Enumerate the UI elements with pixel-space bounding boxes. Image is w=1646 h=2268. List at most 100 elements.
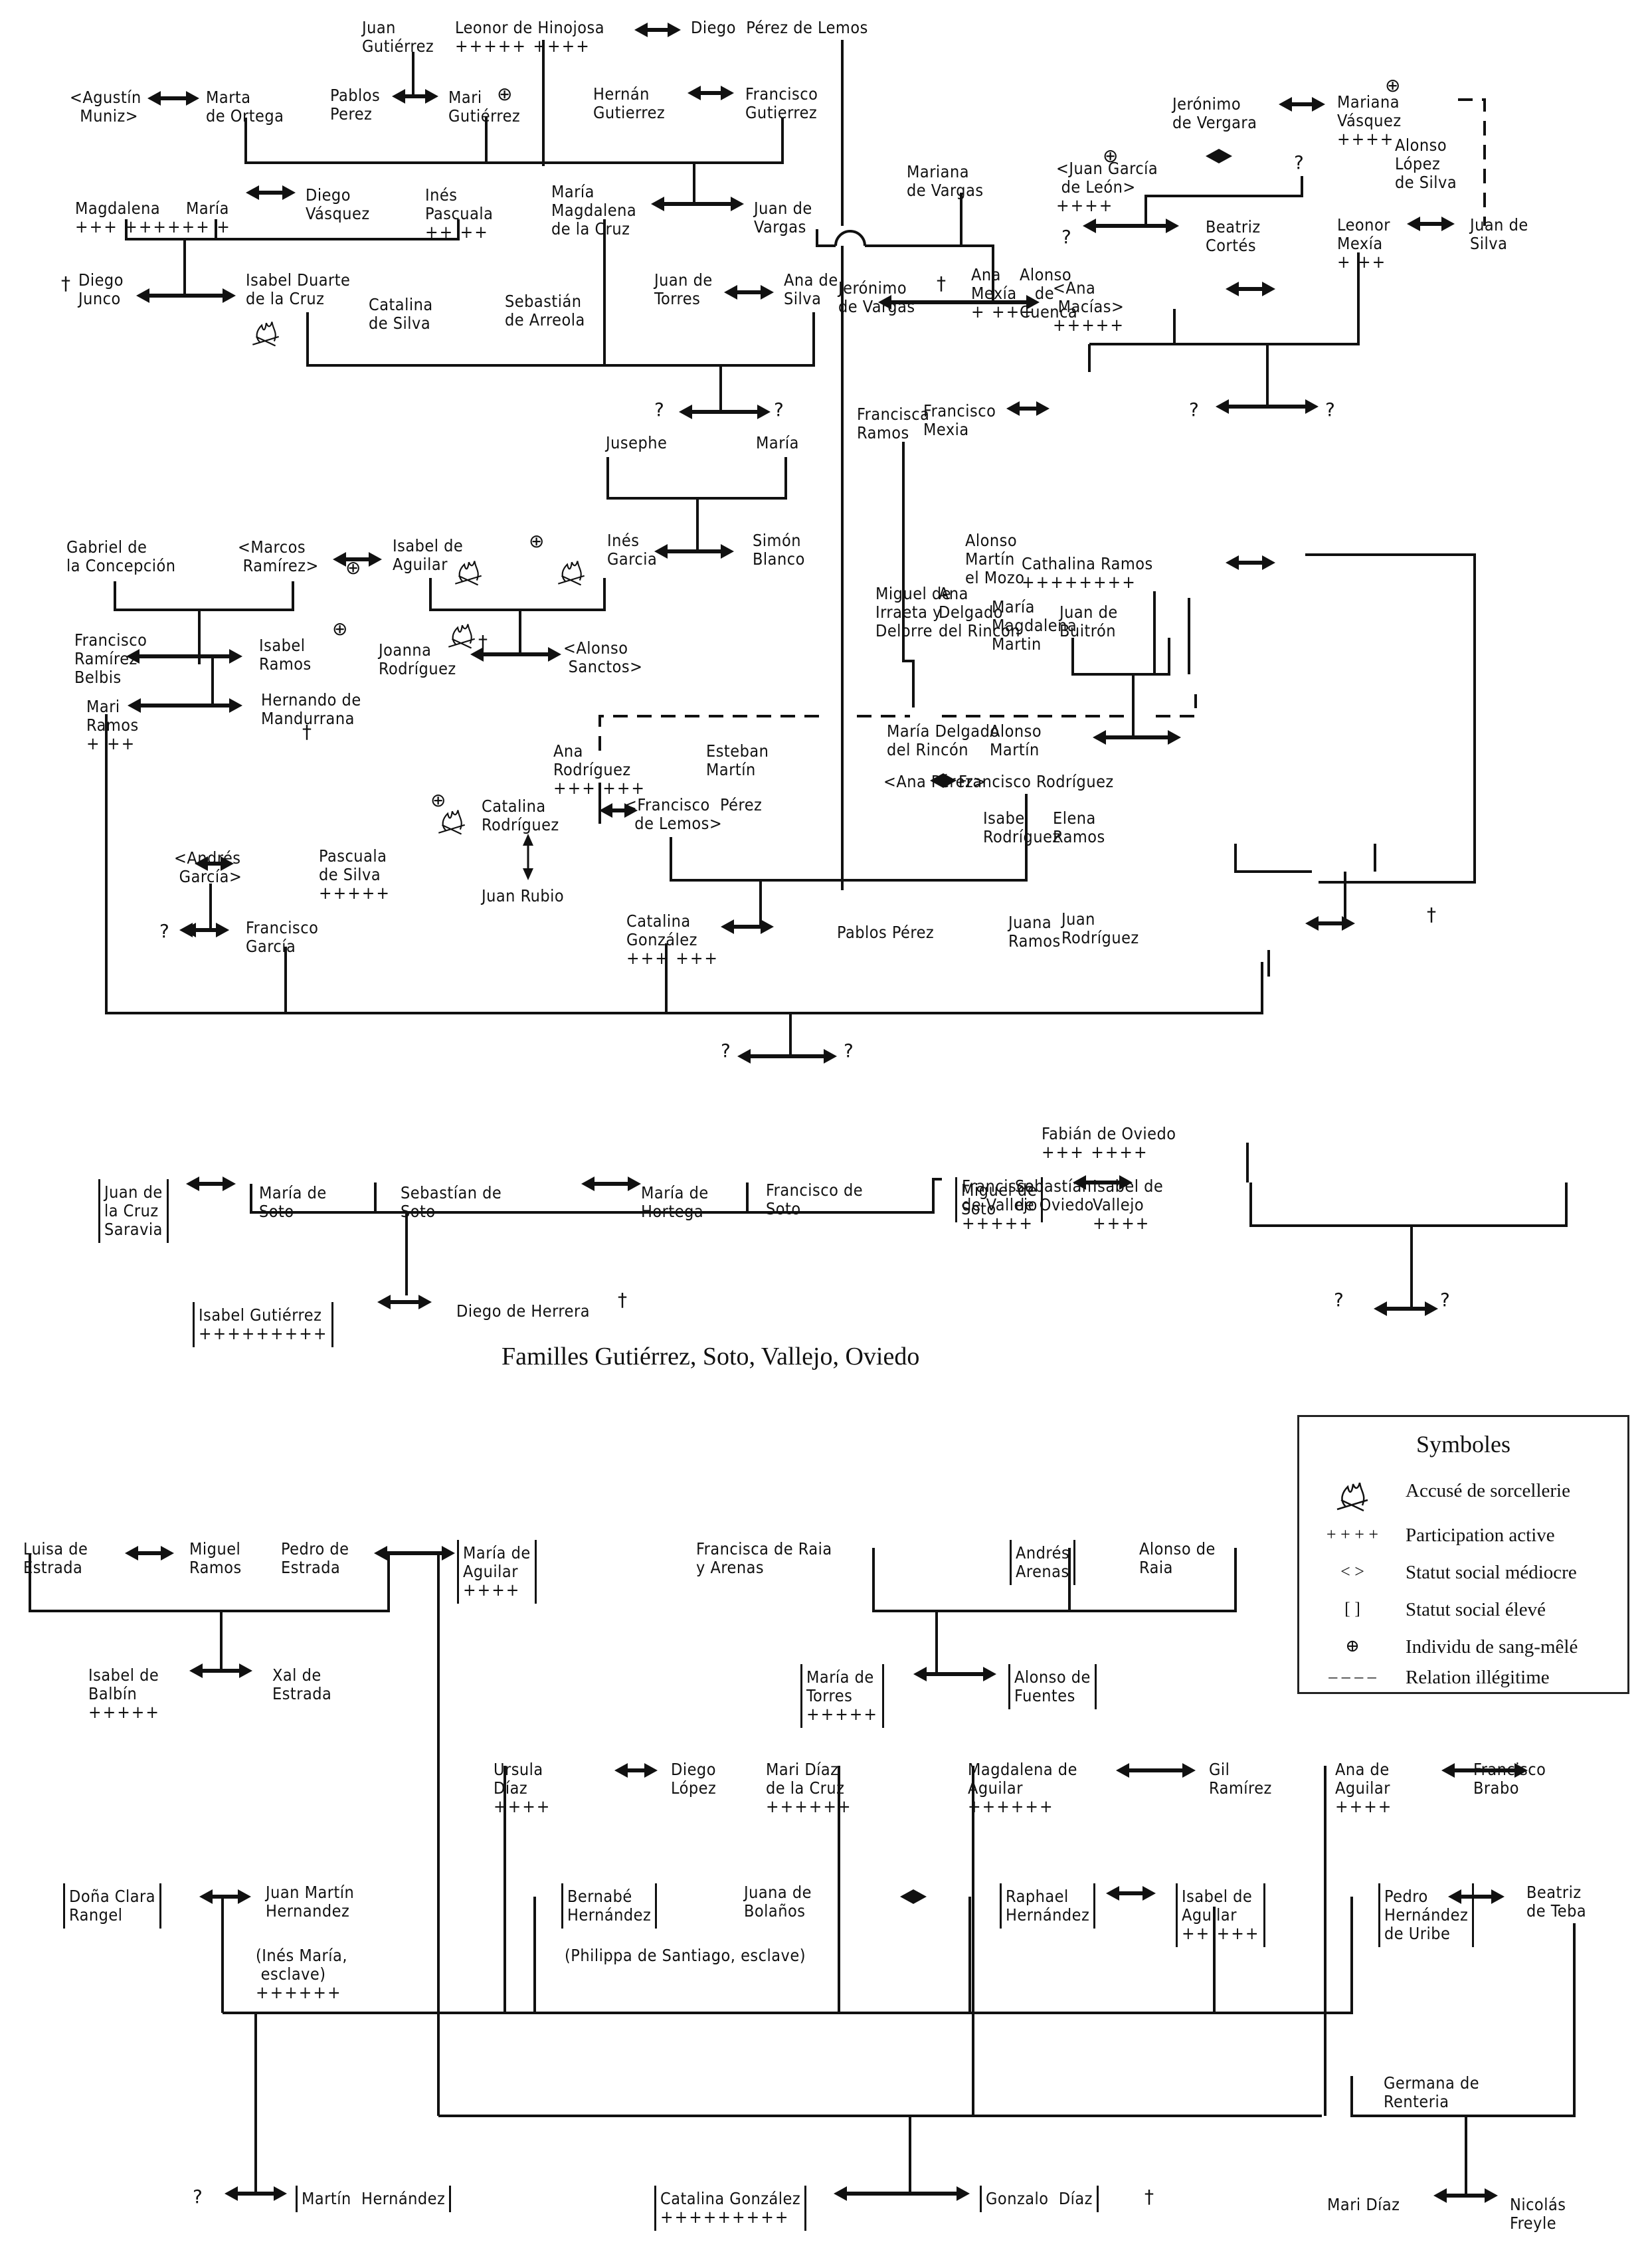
person-name: María: [756, 433, 799, 452]
participation-marks: ++++: [1056, 196, 1114, 216]
person-name: Isabel de Aguilar: [393, 536, 464, 574]
person-francisca-raia: Francisca de Raia y Arenas: [696, 1540, 832, 1577]
person-name: Esteban Martín: [706, 741, 769, 779]
person-name: Francisca Ramos: [857, 405, 930, 442]
legend-row-mediocre: < > Statut social médiocre: [1313, 1562, 1621, 1595]
death-cross-icon: †: [937, 272, 946, 294]
person-name: Mari Ramos: [86, 697, 139, 735]
person-name: <Ana Pérez>: [883, 772, 986, 791]
arrow-head: [225, 2186, 238, 2201]
circled-plus-icon: ⊕: [1345, 1636, 1360, 1655]
person-name: Elena Ramos: [1053, 808, 1105, 846]
person-name: Isabel Rodríguez: [983, 808, 1061, 846]
person-name: Juan de la Cruz Saravia: [104, 1182, 163, 1239]
person-juan-rodriguez: Juan Rodríguez: [1061, 910, 1139, 947]
arrow-head: [136, 288, 149, 303]
person-alonso-raia: Alonso de Raia: [1139, 1540, 1216, 1577]
arrow-head: [1083, 219, 1096, 233]
person-name: Fabián de Oviedo: [1042, 1124, 1176, 1143]
person-ana-mexia: Ana Mexía+ +++: [971, 266, 1035, 322]
unknown-marker: ?: [159, 920, 169, 942]
person-name: Francisco de Soto: [766, 1181, 864, 1218]
lineage-line: [1458, 98, 1486, 226]
arrow-head: [425, 89, 438, 104]
person-mari-ramos: Mari Ramos+ ++: [86, 697, 139, 754]
participation-marks: +++++ ++++: [455, 37, 591, 56]
person-name: Pascuala de Silva: [319, 846, 387, 884]
person-name: Juan Martín Hernandez: [266, 1883, 355, 1921]
arrow-head: [1226, 282, 1239, 296]
person-name: Diego Vásquez: [306, 185, 370, 223]
person-name: Francisco Ramírez Belbis: [74, 630, 147, 687]
person-name: Catalina Rodríguez: [482, 797, 559, 834]
death-cross-icon: †: [1427, 903, 1436, 925]
person-name: Diego Pérez de Lemos: [691, 18, 868, 37]
arrow-head: [1106, 1886, 1119, 1901]
person-name: <Alonso Sanctos>: [563, 638, 643, 676]
person-philippa-santiago: (Philippa de Santiago, esclave): [565, 1946, 806, 1965]
person-name: Isabel de Balbín: [88, 1665, 159, 1703]
arrow-head: [186, 1177, 199, 1191]
arrow-head: [1262, 555, 1275, 570]
arrow-head: [913, 1889, 927, 1904]
arrow-head: [721, 544, 734, 559]
person-name: Beatriz Cortés: [1206, 217, 1261, 255]
participation-marks: ++ ++: [425, 223, 489, 242]
person-name: Juan de Buitrón: [1059, 603, 1118, 640]
person-name: Leonor Mexía: [1337, 215, 1390, 253]
arrow-head: [442, 1546, 455, 1560]
arrow-head: [624, 803, 638, 818]
arrow-head: [761, 919, 774, 934]
person-maria-1: María: [186, 199, 229, 218]
person-sebastian-soto: Sebastían de Soto: [401, 1184, 502, 1221]
arrow-head: [1374, 1301, 1387, 1316]
arrow-head: [377, 1295, 391, 1309]
person-jeronimo-vargas: Jerónimo de Vargas: [838, 279, 915, 316]
arrow-head: [1206, 149, 1219, 163]
person-alonso-martin: Alonso Martín: [990, 722, 1042, 759]
person-name: Martín Hernández: [302, 2189, 446, 2208]
fire-icon: [551, 555, 591, 596]
person-name: María de Aguilar: [463, 1543, 531, 1581]
person-catalina-rodriguez: Catalina Rodríguez: [482, 797, 559, 834]
person-juan-buitron: Juan de Buitrón: [1059, 603, 1118, 640]
arrow-head: [644, 1763, 658, 1778]
arrow-head: [628, 1177, 641, 1191]
person-fabian-oviedo: Fabián de Oviedo+++ ++++: [1042, 1124, 1176, 1163]
arrow-head: [1448, 1889, 1461, 1904]
person-name: Gonzalo Díaz: [986, 2189, 1093, 2208]
unknown-marker: ?: [1440, 1289, 1450, 1311]
person-raphael-hernandez: Raphael Hernández: [1000, 1883, 1096, 1929]
arrow-head: [523, 834, 533, 846]
participation-marks: +++ +++: [626, 949, 719, 969]
person-ana-silva: Ana de Silva: [784, 271, 838, 308]
participation-marks: ++++: [494, 1797, 551, 1817]
unknown-marker: ?: [1061, 226, 1071, 248]
circled-plus-icon: ⊕: [332, 618, 348, 640]
person-isabel-duarte: Isabel Duarte de la Cruz: [246, 271, 350, 308]
person-maria-delgado-rincon: María Delgado del Rincón: [887, 722, 1000, 759]
arrow-head: [878, 295, 891, 310]
participation-marks: ++++++: [256, 1983, 342, 2003]
lineage-line: [125, 219, 460, 240]
lineage-line: [1156, 694, 1197, 717]
participation-marks: +++ ++++++ +: [75, 217, 231, 237]
arrow-head: [687, 86, 701, 100]
person-beatriz-teba: Beatriz de Teba: [1526, 1883, 1586, 1921]
person-name: Luisa de Estrada: [23, 1539, 88, 1577]
person-alonso-sanctos: <Alonso Sanctos>: [563, 639, 642, 676]
arrow-head: [1262, 282, 1275, 296]
participation-marks: +++++: [319, 884, 391, 903]
person-juan-silva: Juan de Silva: [1470, 216, 1528, 253]
arrow-head: [1441, 217, 1455, 231]
arrow-head: [195, 856, 208, 871]
arrow-head: [983, 1667, 996, 1681]
person-name: Pedro de Estrada: [281, 1539, 349, 1577]
arrow-head: [900, 1889, 913, 1904]
participation-marks: ++ +++: [1182, 1924, 1260, 1944]
unknown-marker: ?: [654, 399, 664, 421]
participation-marks: +++++++++: [660, 2208, 790, 2227]
person-catalina-gonzalez-2: Catalina González+++++++++: [654, 2186, 807, 2231]
person-name: Jusephe: [606, 433, 668, 452]
